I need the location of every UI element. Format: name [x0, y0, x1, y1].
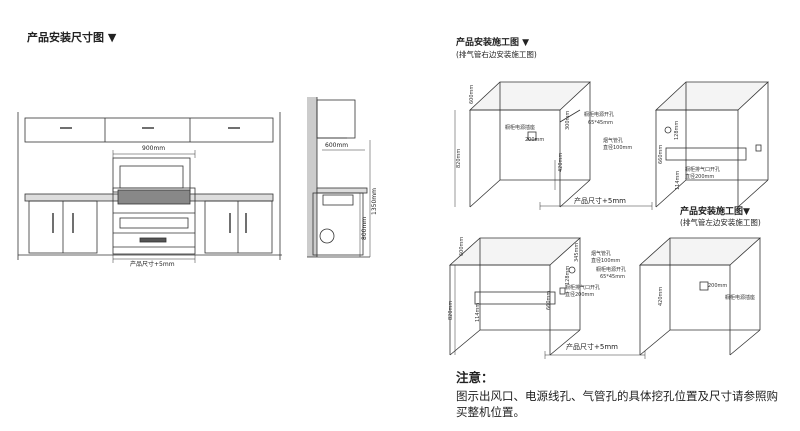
br-pipe-dia: 直径100mm: [591, 258, 621, 264]
dim-600-side: 600mm: [325, 142, 349, 149]
kitchen-side-elevation: [307, 97, 371, 258]
tr-exhaust-dia: 直径200mm: [685, 174, 715, 180]
tr-d-600: 600mm: [469, 84, 475, 104]
br-h-114: 114mm: [475, 302, 481, 322]
tr-h-660: 660mm: [658, 144, 664, 164]
br-cutout-size: 65*45mm: [600, 274, 625, 280]
left-title: 产品安装尺寸图 ▼: [27, 31, 117, 44]
bottom-right-cabinet-d: [638, 237, 762, 356]
kitchen-front-elevation: [17, 112, 282, 263]
br-cutout: 橱柜电源开孔: [596, 267, 627, 273]
br-d-600: 600mm: [459, 236, 465, 256]
br-cabinet-power: 橱柜电源插座: [725, 295, 756, 301]
br-exhaust: 橱柜排气口开孔: [565, 285, 601, 291]
dim-900: 900mm: [142, 145, 166, 152]
br-h-820: 820mm: [448, 300, 454, 320]
bottom-right-cabinet-c: [448, 237, 582, 356]
br-pipe: 烟气管孔: [591, 251, 612, 257]
br-subtitle: (排气管左边安装施工图): [680, 218, 761, 227]
tr-pipe: 烟气管孔: [603, 138, 624, 144]
tr-pipe-dia: 直径100mm: [603, 145, 633, 151]
br-size-200: 200mm: [708, 283, 728, 289]
dim-product-left: 产品尺寸+5mm: [130, 261, 175, 268]
br-exhaust-dia: 直径200mm: [565, 292, 595, 298]
note-heading: 注意：: [456, 370, 494, 385]
br-h-345: 345mm: [574, 242, 580, 262]
tr-title: 产品安装施工图 ▼: [456, 38, 530, 48]
br-product: 产品尺寸+5mm: [566, 343, 618, 351]
br-h-660: 660mm: [546, 290, 552, 310]
tr-size-200: 200mm: [525, 137, 545, 143]
top-right-cabinet-b: [654, 81, 770, 208]
dim-800: 800mm: [361, 216, 368, 240]
tr-exhaust: 橱柜排气口开孔: [685, 167, 721, 173]
br-title: 产品安装施工图▼: [680, 207, 750, 217]
tr-h-820: 820mm: [456, 148, 462, 168]
br-h-128: 128mm: [565, 265, 571, 285]
tr-subtitle: (排气管右边安装施工图): [456, 50, 537, 59]
tr-h-300: 300mm: [565, 110, 571, 130]
note-body: 图示出风口、电源线孔、气管孔的具体挖孔位置及尺寸请参照购买整机位置。: [456, 389, 778, 419]
tr-h-128: 128mm: [674, 120, 680, 140]
tr-product: 产品尺寸+5mm: [574, 197, 626, 205]
tr-cutout: 橱柜电源开孔: [584, 112, 615, 118]
tr-h-114: 114mm: [675, 170, 681, 190]
tr-cutout-size: 65*45mm: [588, 120, 613, 126]
top-right-cabinet-a: [468, 81, 592, 208]
tr-cabinet-power: 橱柜电源插座: [505, 125, 536, 131]
dim-1350: 1350mm: [371, 188, 378, 215]
br-h-420: 420mm: [658, 286, 664, 306]
tr-h-420: 420mm: [558, 152, 564, 172]
